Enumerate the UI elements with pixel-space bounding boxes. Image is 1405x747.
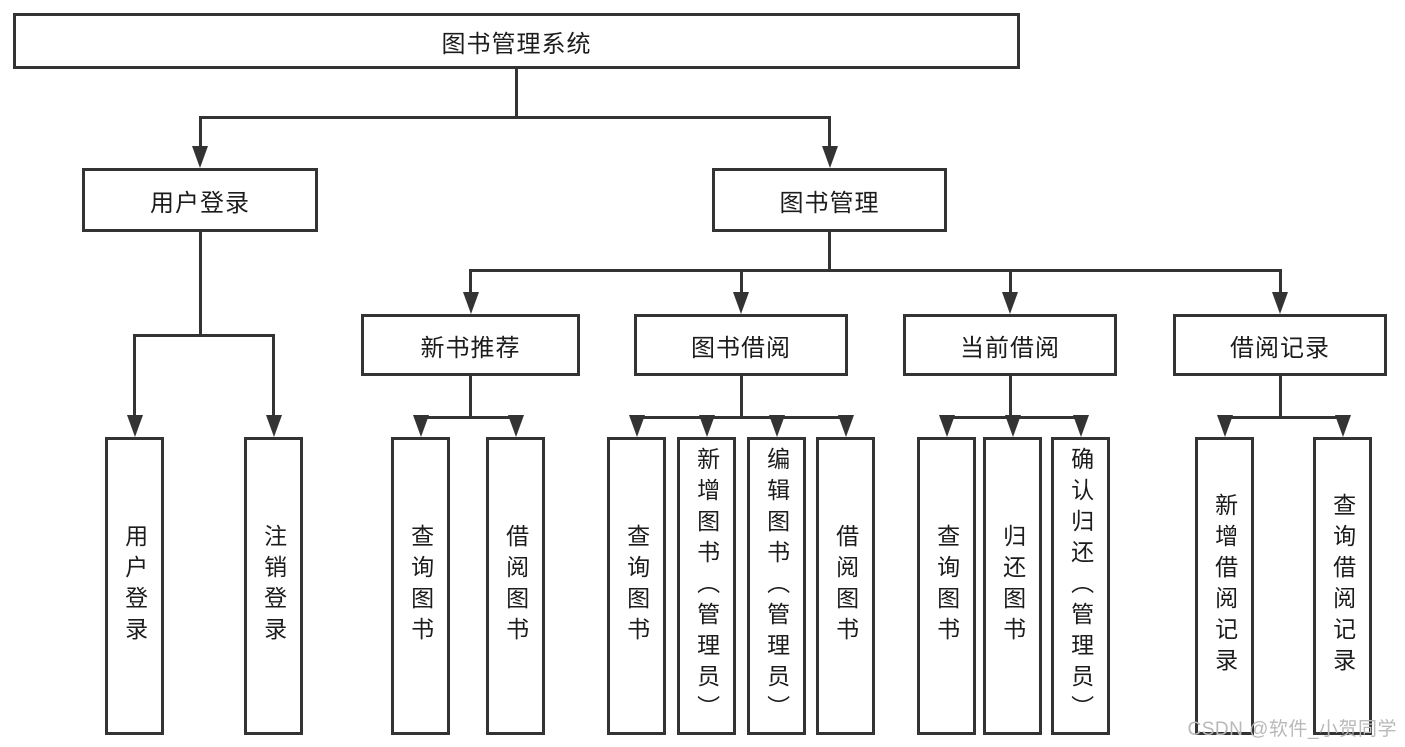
arrow-down-icon bbox=[507, 415, 524, 437]
arrow-down-icon bbox=[192, 146, 208, 168]
connector-vline bbox=[198, 232, 202, 337]
node-root: 图书管理系统 bbox=[13, 13, 1020, 69]
node-borrow-records: 借阅记录 bbox=[1173, 314, 1387, 376]
arrow-down-icon bbox=[768, 415, 785, 437]
arrow-down-icon bbox=[412, 415, 429, 437]
node-label: 查询借阅记录 bbox=[1329, 493, 1356, 679]
node-label: 借阅图书 bbox=[502, 524, 529, 648]
arrow-down-icon bbox=[1004, 415, 1021, 437]
node-current-borrow: 当前借阅 bbox=[903, 314, 1117, 376]
arrow-down-icon bbox=[1334, 415, 1351, 437]
node-label: 借阅记录 bbox=[1230, 334, 1330, 362]
leaf-recommend-borrow-book: 借阅图书 bbox=[486, 437, 545, 735]
leaf-borrow-borrow-book: 借阅图书 bbox=[816, 437, 875, 735]
leaf-borrow-edit-book: 编辑图书（管理员） bbox=[747, 437, 806, 735]
arrow-down-icon bbox=[1272, 292, 1288, 314]
connector-vline bbox=[828, 117, 831, 156]
arrow-down-icon bbox=[837, 415, 854, 437]
node-label: 图书借阅 bbox=[691, 334, 791, 362]
arrow-down-icon bbox=[1002, 292, 1018, 314]
leaf-current-query-book: 查询图书 bbox=[917, 437, 976, 735]
node-label: 查询图书 bbox=[407, 524, 434, 648]
node-label: 查询图书 bbox=[933, 524, 960, 648]
leaf-logout: 注销登录 bbox=[244, 437, 303, 735]
arrow-down-icon bbox=[733, 292, 749, 314]
leaf-current-return-book: 归还图书 bbox=[983, 437, 1042, 735]
node-label: 编辑图书（管理员） bbox=[763, 446, 790, 726]
node-label: 图书管理 bbox=[779, 189, 880, 217]
connector-hline bbox=[1223, 415, 1344, 419]
connector-vline bbox=[1008, 376, 1012, 419]
leaf-records-query-record: 查询借阅记录 bbox=[1313, 437, 1372, 735]
arrow-down-icon bbox=[821, 146, 838, 168]
node-label: 用户登录 bbox=[150, 189, 250, 217]
node-label: 新增借阅记录 bbox=[1211, 493, 1238, 679]
leaf-recommend-query-book: 查询图书 bbox=[391, 437, 450, 735]
arrow-down-icon bbox=[1216, 415, 1233, 437]
connector-vline bbox=[469, 376, 472, 419]
connector-hline bbox=[133, 333, 275, 337]
leaf-records-add-record: 新增借阅记录 bbox=[1195, 437, 1254, 735]
arrow-down-icon bbox=[1072, 415, 1089, 437]
connector-vline bbox=[1278, 270, 1282, 302]
node-new-book-recommend: 新书推荐 bbox=[361, 314, 580, 376]
node-label: 借阅图书 bbox=[832, 524, 859, 648]
leaf-current-confirm-return: 确认归还（管理员） bbox=[1051, 437, 1110, 735]
connector-vline bbox=[515, 69, 518, 119]
arrow-down-icon bbox=[126, 415, 143, 437]
arrow-down-icon bbox=[938, 415, 955, 437]
connector-vline bbox=[739, 270, 743, 302]
connector-vline bbox=[198, 117, 202, 156]
arrow-down-icon bbox=[462, 292, 479, 314]
connector-vline bbox=[133, 335, 136, 425]
arrow-down-icon bbox=[628, 415, 645, 437]
node-label: 查询图书 bbox=[623, 524, 650, 648]
node-label: 归还图书 bbox=[999, 524, 1026, 648]
node-label: 用户登录 bbox=[121, 524, 148, 648]
node-label: 注销登录 bbox=[260, 524, 287, 648]
watermark-text: CSDN @软件_小贺同学 bbox=[1187, 719, 1397, 740]
node-user-login: 用户登录 bbox=[82, 168, 318, 232]
connector-hline bbox=[635, 415, 847, 419]
node-label: 图书管理系统 bbox=[441, 30, 592, 58]
connector-vline bbox=[828, 232, 831, 272]
connector-vline bbox=[739, 376, 743, 419]
node-book-borrow: 图书借阅 bbox=[634, 314, 848, 376]
node-label: 当前借阅 bbox=[960, 334, 1060, 362]
connector-vline bbox=[1278, 376, 1282, 419]
arrow-down-icon bbox=[698, 415, 715, 437]
leaf-user-login: 用户登录 bbox=[105, 437, 164, 735]
leaf-borrow-query-book: 查询图书 bbox=[607, 437, 666, 735]
connector-vline bbox=[272, 335, 275, 425]
node-book-management: 图书管理 bbox=[712, 168, 947, 232]
connector-vline bbox=[1008, 270, 1012, 302]
leaf-borrow-add-book: 新增图书（管理员） bbox=[677, 437, 736, 735]
connector-hline bbox=[198, 115, 831, 119]
connector-vline bbox=[469, 270, 472, 302]
node-label: 新增图书（管理员） bbox=[693, 446, 720, 726]
connector-hline bbox=[469, 268, 1282, 272]
node-label: 新书推荐 bbox=[420, 334, 521, 362]
node-label: 确认归还（管理员） bbox=[1067, 446, 1094, 726]
arrow-down-icon bbox=[265, 415, 282, 437]
connector-hline bbox=[419, 415, 517, 419]
